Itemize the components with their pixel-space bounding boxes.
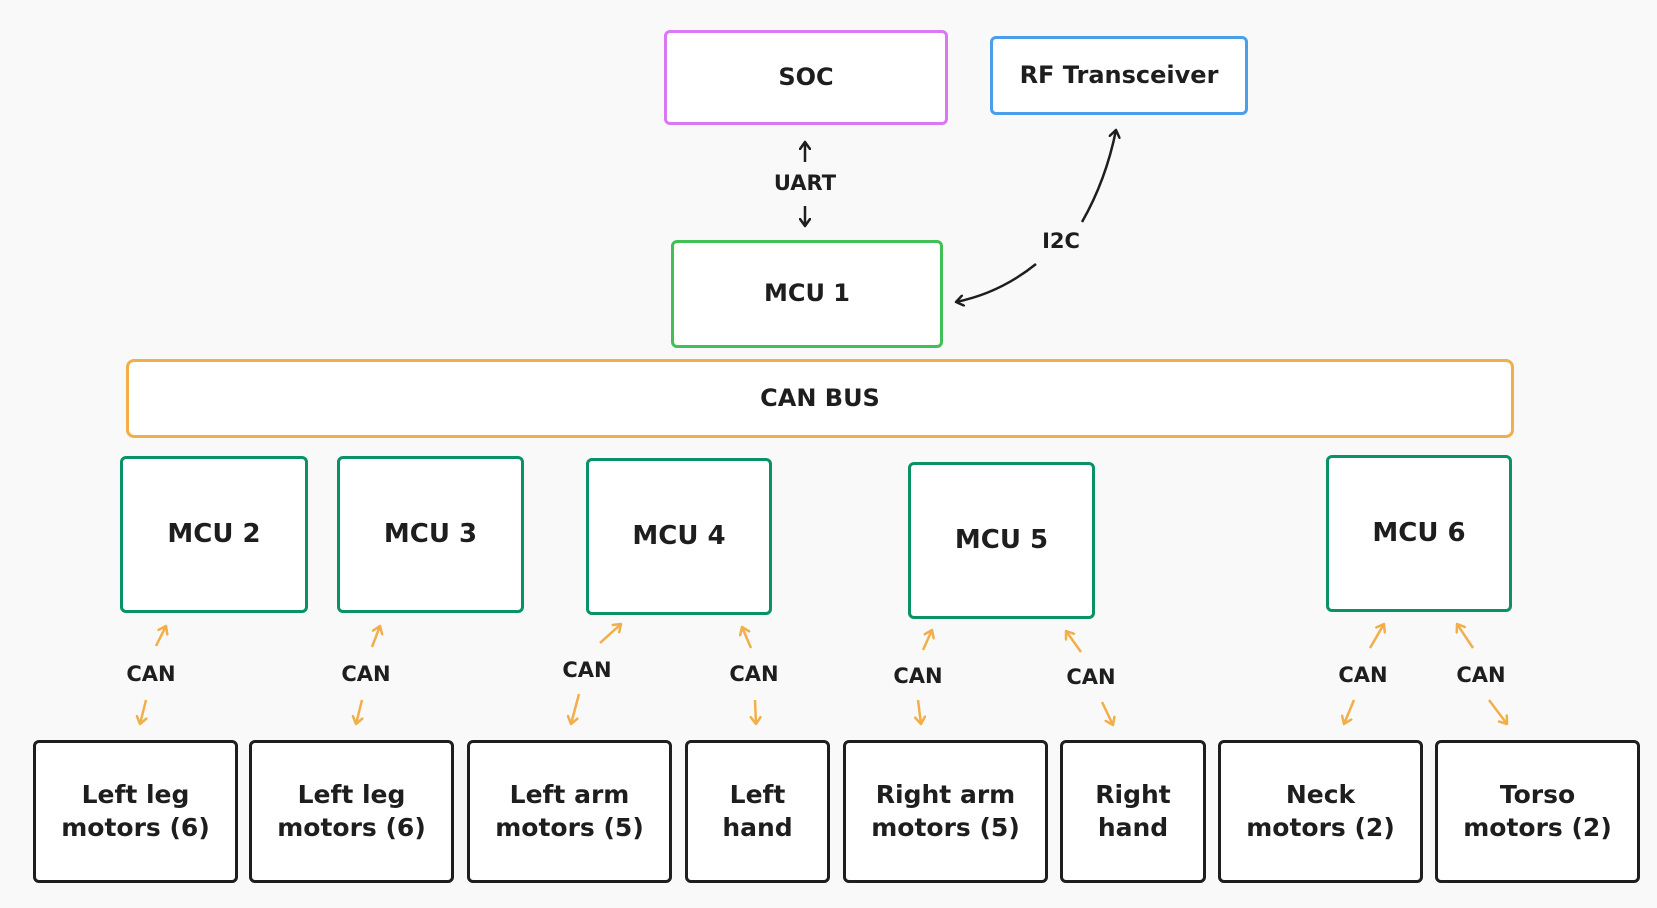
can-label-mcu6-left: CAN (1335, 663, 1391, 687)
mcu5-box: MCU 5 (908, 462, 1095, 619)
can-arrow-mcu2-up (154, 626, 166, 647)
mcu6-box: MCU 6 (1326, 455, 1512, 612)
soc-box: SOC (664, 30, 948, 125)
can-arrow-mcu5-right-down (1100, 701, 1113, 725)
leaf-left-arm-motors: Left arm motors (5) (467, 740, 672, 883)
can-label-mcu3: CAN (338, 662, 394, 686)
can-arrow-mcu3-down (356, 699, 362, 724)
i2c-arrow-to-rf (1080, 130, 1116, 223)
can-label-mcu5-left: CAN (890, 664, 946, 688)
can-label-mcu4-right: CAN (726, 662, 782, 686)
mcu4-box: MCU 4 (586, 458, 772, 615)
leaf-left-leg-motors-b: Left leg motors (6) (249, 740, 454, 883)
can-arrow-mcu4-left-up (599, 624, 621, 644)
can-arrow-mcu6-left-down (1344, 699, 1356, 724)
leaf-left-leg-motors-a: Left leg motors (6) (33, 740, 238, 883)
leaf-right-arm-motors: Right arm motors (5) (843, 740, 1048, 883)
can-arrow-mcu6-right-down (1488, 699, 1507, 724)
uart-label: UART (770, 171, 840, 195)
can-label-mcu5-right: CAN (1063, 665, 1119, 689)
mcu1-box: MCU 1 (671, 240, 943, 348)
i2c-label: I2C (1039, 229, 1083, 253)
leaf-right-hand: Right hand (1060, 740, 1206, 883)
leaf-left-hand: Left hand (685, 740, 830, 883)
leaf-neck-motors: Neck motors (2) (1218, 740, 1423, 883)
can-arrow-mcu6-right-up (1457, 624, 1475, 649)
can-arrow-mcu5-left-down (918, 699, 921, 724)
can-arrow-mcu4-right-up (742, 627, 753, 649)
can-bus-box: CAN BUS (126, 359, 1514, 438)
leaf-torso-motors: Torso motors (2) (1435, 740, 1640, 883)
can-arrow-mcu6-left-up (1368, 624, 1384, 649)
rf-transceiver-box: RF Transceiver (990, 36, 1248, 115)
can-label-mcu4-left: CAN (559, 658, 615, 682)
can-label-mcu2: CAN (123, 662, 179, 686)
i2c-arrow-to-mcu1 (956, 263, 1037, 302)
mcu2-box: MCU 2 (120, 456, 308, 613)
can-arrow-mcu3-up (370, 626, 380, 648)
can-arrow-mcu4-left-down (571, 693, 581, 724)
can-arrow-mcu5-left-up (921, 630, 932, 651)
can-arrow-mcu2-down (140, 699, 146, 724)
can-arrow-mcu4-right-down (755, 699, 756, 724)
mcu3-box: MCU 3 (337, 456, 524, 613)
can-label-mcu6-right: CAN (1453, 663, 1509, 687)
can-arrow-mcu5-right-up (1066, 631, 1083, 653)
